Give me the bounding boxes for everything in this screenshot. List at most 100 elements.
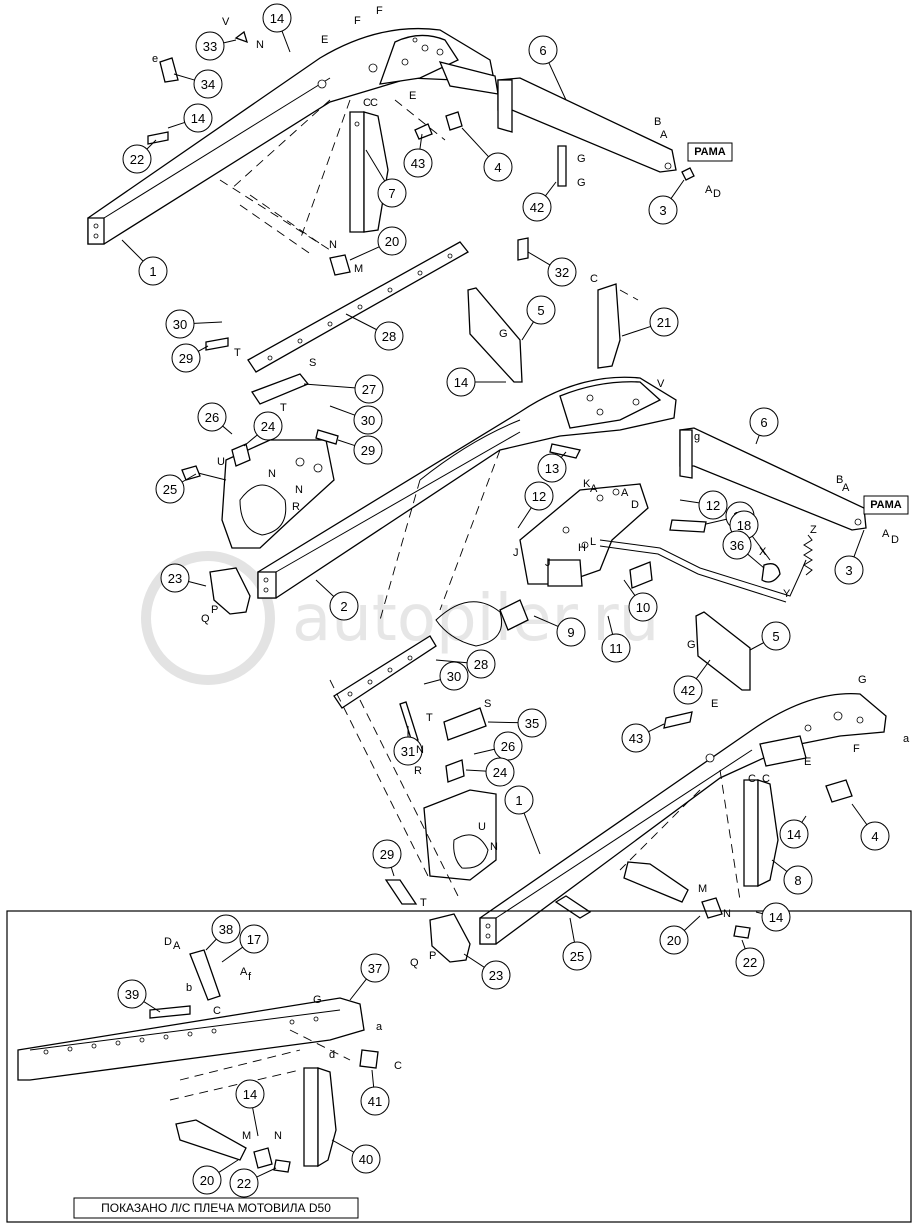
part-callout: 25 bbox=[562, 941, 592, 971]
callout-leader bbox=[521, 321, 534, 341]
callout-circle bbox=[155, 474, 185, 504]
connection-letter: N bbox=[416, 744, 424, 756]
callout-leader bbox=[545, 181, 557, 197]
callout-number: 29 bbox=[361, 443, 375, 458]
callout-number: 13 bbox=[545, 461, 559, 476]
connection-letter: G bbox=[577, 177, 586, 189]
connection-letter: C bbox=[363, 97, 371, 109]
callout-circle bbox=[483, 152, 513, 182]
callout-leader bbox=[487, 721, 519, 724]
callout-circle bbox=[834, 555, 864, 585]
part-callout: 4 bbox=[483, 152, 513, 182]
part-callout: 4 bbox=[860, 821, 890, 851]
callout-circle bbox=[628, 592, 658, 622]
callout-circle bbox=[403, 148, 433, 178]
callout-number: 22 bbox=[237, 1176, 251, 1191]
callout-leader bbox=[548, 62, 567, 101]
connection-letter: V bbox=[222, 16, 230, 28]
part-callout: 10 bbox=[628, 592, 658, 622]
part-callout: 17 bbox=[239, 924, 269, 954]
callout-circle bbox=[556, 617, 586, 647]
callout-circle bbox=[659, 925, 689, 955]
part-callout: 41 bbox=[360, 1086, 390, 1116]
callout-number: 5 bbox=[537, 303, 544, 318]
spring-18 bbox=[803, 534, 813, 576]
connection-letter: R bbox=[414, 765, 422, 777]
bracket-5-low bbox=[695, 611, 751, 691]
connection-letter: g bbox=[694, 431, 700, 443]
part-callout: 32 bbox=[547, 257, 577, 287]
part-callout: 42 bbox=[673, 675, 703, 705]
callout-number: 42 bbox=[530, 200, 544, 215]
callout-leader bbox=[747, 553, 765, 569]
part-callout: 20 bbox=[377, 226, 407, 256]
callout-leader bbox=[755, 911, 763, 915]
svg-text:РАМА: РАМА bbox=[694, 146, 725, 158]
callout-number: 8 bbox=[794, 873, 801, 888]
part-callout: 30 bbox=[439, 661, 469, 691]
callout-number: 14 bbox=[769, 910, 783, 925]
callout-number: 26 bbox=[205, 410, 219, 425]
connection-letter: N bbox=[295, 484, 303, 496]
callout-leader bbox=[473, 748, 495, 755]
part-callout: 13 bbox=[537, 453, 567, 483]
callout-number: 18 bbox=[737, 518, 751, 533]
connection-letter: C bbox=[394, 1060, 402, 1072]
pins-top bbox=[147, 30, 695, 276]
callout-leader bbox=[303, 383, 356, 389]
callout-number: 3 bbox=[845, 563, 852, 578]
callout-circle bbox=[761, 621, 791, 651]
connection-letter: a bbox=[903, 733, 910, 745]
callout-leader bbox=[223, 39, 237, 44]
connection-letter: D bbox=[164, 936, 172, 948]
callout-number: 40 bbox=[359, 1152, 373, 1167]
callout-circle bbox=[117, 979, 147, 1009]
callout-circle bbox=[601, 633, 631, 663]
connection-letter: Q bbox=[201, 613, 210, 625]
part-callout: 29 bbox=[171, 343, 201, 373]
part-callout: 24 bbox=[485, 757, 515, 787]
connection-letter: G bbox=[577, 153, 586, 165]
callout-number: 28 bbox=[382, 329, 396, 344]
part-callout: 14 bbox=[779, 819, 809, 849]
part-callout: 40 bbox=[351, 1144, 381, 1174]
callout-leader bbox=[648, 723, 665, 733]
connection-letter: F bbox=[853, 743, 860, 755]
callout-leader bbox=[222, 425, 233, 435]
callout-leader bbox=[218, 1159, 239, 1173]
callout-circle bbox=[860, 821, 890, 851]
callout-circle bbox=[446, 367, 476, 397]
callout-leader bbox=[751, 535, 771, 561]
reel-arm-middle bbox=[257, 376, 677, 599]
callout-circle bbox=[193, 69, 223, 99]
connection-letter: N bbox=[329, 239, 337, 251]
connection-letter: R bbox=[292, 501, 300, 513]
connection-letter: M bbox=[354, 263, 363, 275]
callout-number: 7 bbox=[388, 186, 395, 201]
callout-leader bbox=[623, 579, 636, 596]
mount-assembly-lower bbox=[423, 759, 497, 881]
callout-number: 2 bbox=[340, 599, 347, 614]
rod-10 bbox=[599, 539, 807, 603]
connection-letter: T bbox=[234, 347, 241, 359]
callout-leader bbox=[173, 73, 195, 81]
connection-letter: A bbox=[660, 129, 668, 141]
callout-circle bbox=[779, 819, 809, 849]
connection-letter: T bbox=[420, 897, 427, 909]
callout-number: 12 bbox=[706, 498, 720, 513]
callout-circle bbox=[481, 960, 511, 990]
bracket-35 bbox=[443, 707, 487, 741]
callout-leader bbox=[801, 815, 807, 823]
callout-number: 14 bbox=[787, 827, 801, 842]
connection-letter: A bbox=[705, 184, 713, 196]
connection-letter: T bbox=[280, 402, 287, 414]
plate-23-top bbox=[209, 567, 251, 615]
callout-number: 20 bbox=[667, 933, 681, 948]
part-callout: 38 bbox=[211, 914, 241, 944]
part-callout: 21 bbox=[649, 307, 679, 337]
connection-letter: M bbox=[698, 883, 707, 895]
callout-leader bbox=[755, 434, 760, 445]
callout-number: 38 bbox=[219, 922, 233, 937]
